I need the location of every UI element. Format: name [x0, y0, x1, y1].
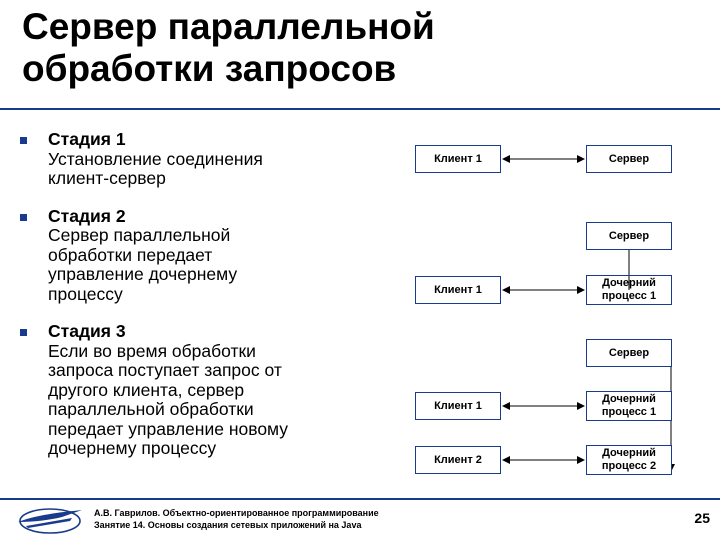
university-logo-icon — [18, 508, 82, 534]
d1-client-box: Клиент 1 — [415, 145, 501, 173]
title-line-1: Сервер параллельной — [22, 6, 435, 47]
stage-list: Стадия 1 Установление соединения клиент-… — [18, 129, 338, 477]
d3-child-2-label: процесс 2 — [601, 460, 657, 472]
d2-server-box: Сервер — [586, 222, 672, 250]
d1-server-label: Сервер — [608, 152, 650, 165]
d2-child-label: процесс 1 — [601, 290, 657, 302]
d3-child-1-label: Дочерний — [602, 393, 656, 405]
stage-3: Стадия 3 Если во время обработки запроса… — [18, 321, 338, 459]
square-bullet-icon — [20, 329, 27, 336]
d3-client-2-box: Клиент 2 — [415, 446, 501, 474]
stage-3-line: другого клиента, сервер — [48, 379, 245, 400]
stage-3-line: Если во время обработки — [48, 340, 256, 361]
square-bullet-icon — [20, 137, 27, 144]
stage-2-heading: Стадия 2 — [48, 205, 126, 226]
title-divider — [0, 108, 720, 110]
d3-child-2-label: Дочерний — [602, 447, 656, 459]
stage-1-line: клиент-сервер — [48, 168, 166, 188]
page-number: 25 — [694, 510, 710, 526]
d3-server-label: Сервер — [608, 346, 650, 359]
footer-credits: А.В. Гаврилов. Объектно-ориентированное … — [94, 508, 379, 531]
d1-client-label: Клиент 1 — [434, 152, 482, 165]
title-line-2: обработки запросов — [22, 48, 397, 89]
stage-2: Стадия 2 Сервер параллельной обработки п… — [18, 205, 338, 305]
slide-title: Сервер параллельной обработки запросов — [22, 6, 622, 90]
d3-server-box: Сервер — [586, 339, 672, 367]
d2-child-label: Дочерний — [602, 277, 656, 289]
stage-3-line: параллельной обработки — [48, 399, 254, 419]
d3-child-1-label: процесс 1 — [601, 406, 657, 418]
stage-1: Стадия 1 Установление соединения клиент-… — [18, 129, 338, 189]
d1-server-box: Сервер — [586, 145, 672, 173]
stage-1-line: Установление соединения — [48, 148, 263, 169]
d3-client-1-label: Клиент 1 — [434, 399, 482, 412]
footer-divider — [0, 498, 720, 500]
stage-3-heading: Стадия 3 — [48, 321, 126, 341]
stage-2-line: управление дочернему — [48, 264, 238, 284]
stage-2-line: процессу — [48, 283, 123, 304]
d2-client-box: Клиент 1 — [415, 276, 501, 304]
square-bullet-icon — [20, 213, 27, 221]
footer-line-1: А.В. Гаврилов. Объектно-ориентированное … — [94, 508, 379, 518]
stage-3-line: передает управление новому — [48, 418, 289, 439]
stage-3-line: дочернему процессу — [48, 438, 217, 458]
d3-client-2-label: Клиент 2 — [434, 453, 482, 466]
d3-client-1-box: Клиент 1 — [415, 392, 501, 420]
stage-3-line: запроса поступает запрос от — [48, 360, 282, 380]
stage-2-line: обработки передает — [48, 244, 213, 265]
footer-line-2: Занятие 14. Основы создания сетевых прил… — [94, 519, 362, 530]
d2-client-label: Клиент 1 — [434, 283, 482, 296]
d2-server-label: Сервер — [608, 229, 650, 242]
stage-1-heading: Стадия 1 — [48, 129, 126, 149]
stage-2-line: Сервер параллельной — [48, 225, 231, 245]
